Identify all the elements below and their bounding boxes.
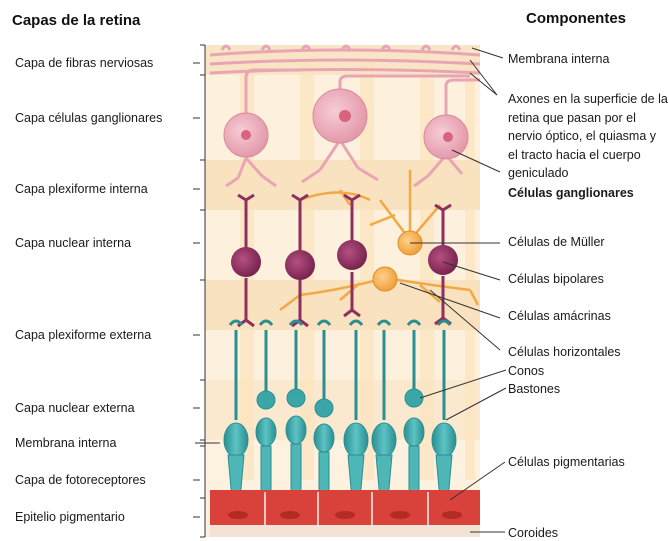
pigment-epithelium [210, 490, 480, 537]
